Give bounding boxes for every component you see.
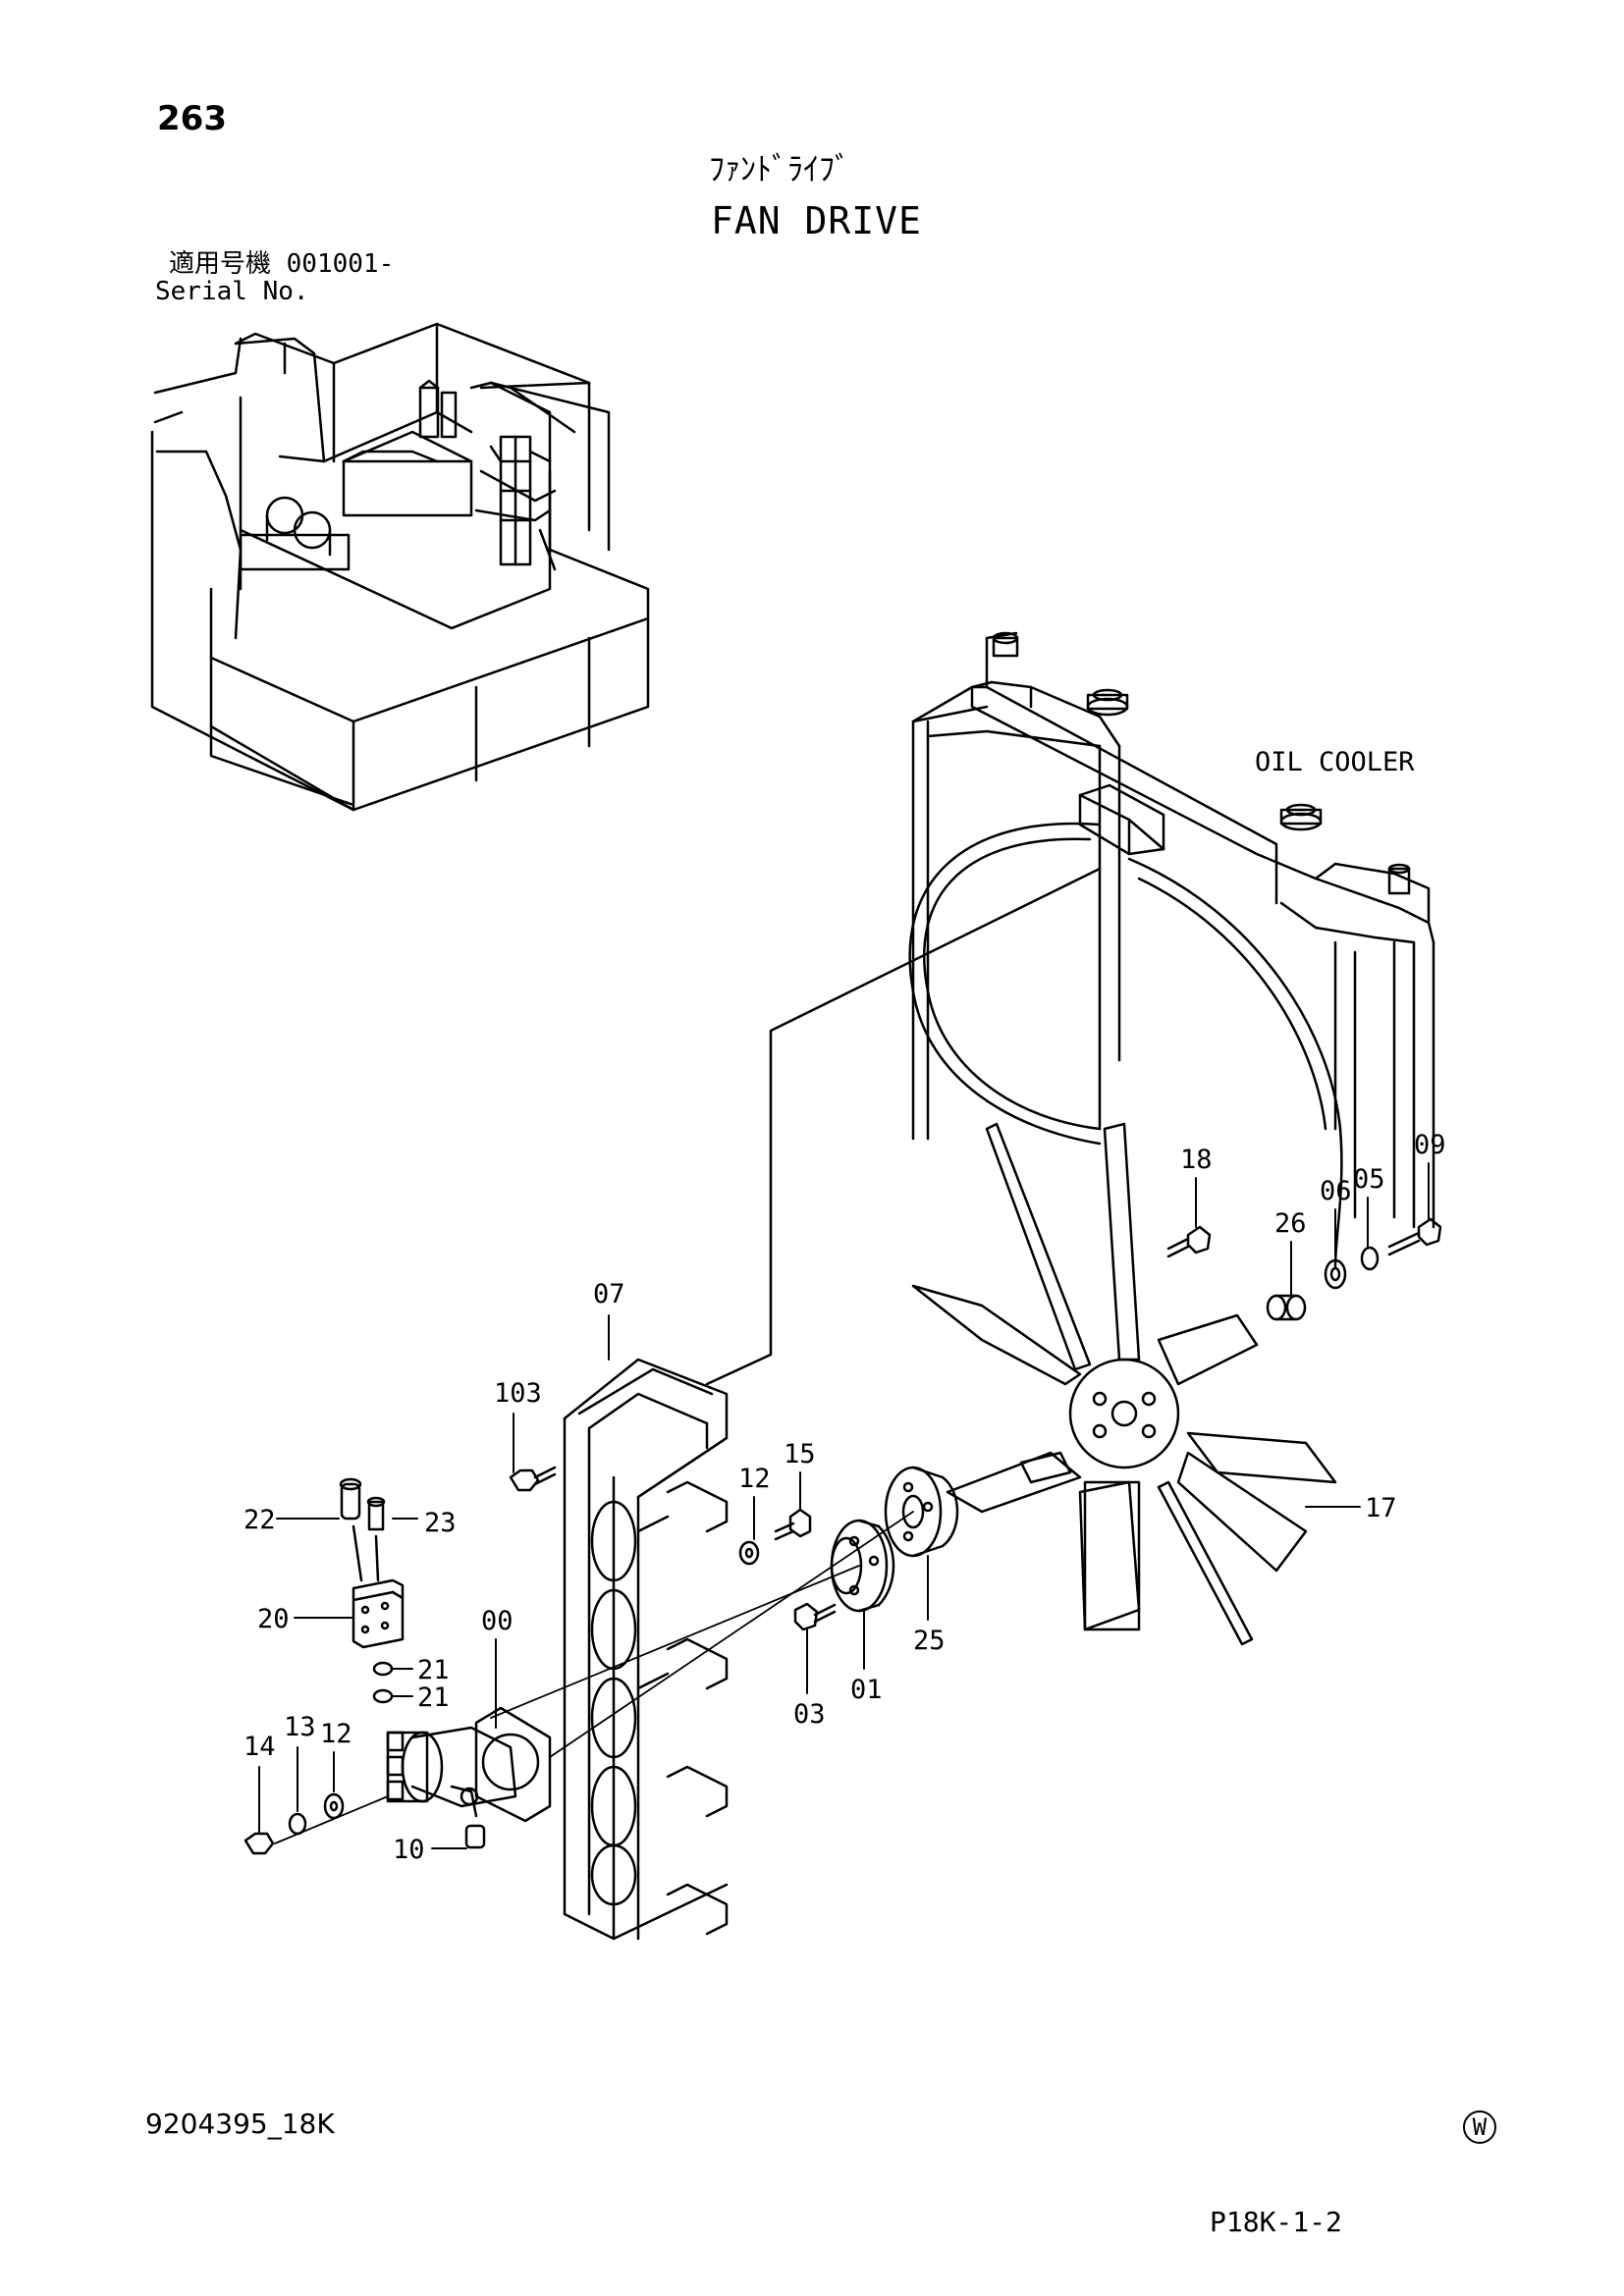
callout-21: 21 — [417, 1655, 450, 1685]
callout-21: 21 — [417, 1682, 450, 1713]
callout-22: 22 — [244, 1505, 276, 1535]
fittings — [339, 1477, 386, 1582]
page-reference: P18K-1-2 — [1210, 2206, 1342, 2238]
callout-06: 09 — [1414, 1130, 1446, 1160]
page-title-japanese: ﾌｧﾝﾄﾞﾗｲﾌﾞ — [709, 150, 851, 187]
spring-washer — [288, 1812, 307, 1836]
bolt — [774, 1508, 812, 1541]
callout-09: 07 — [593, 1279, 625, 1309]
mounting-leader-line — [705, 867, 1102, 1386]
callout-labels: 07 103 22 23 20 21 21 00 12 13 14 10 12 … — [244, 1130, 1446, 1865]
spring-washer — [1360, 1246, 1380, 1271]
callout-103: 103 — [494, 1378, 542, 1409]
bolt — [1166, 1225, 1212, 1258]
serial-applicability-japanese: 適用号機 001001- — [169, 249, 395, 279]
o-ring — [372, 1661, 394, 1677]
document-code: 9204395_18K — [145, 2108, 335, 2140]
bolt — [509, 1466, 557, 1492]
callout-15: 15 — [784, 1439, 816, 1469]
callout-00: 00 — [481, 1606, 514, 1636]
bolt — [1387, 1217, 1442, 1256]
callout-18: 18 — [1180, 1145, 1213, 1175]
oil-cooler-label: OIL COOLER — [1255, 747, 1415, 777]
washer — [323, 1792, 345, 1820]
cooling-fan — [911, 1122, 1337, 1646]
callout-20: 20 — [257, 1604, 290, 1634]
page-title: FAN DRIVE — [711, 199, 922, 242]
callout-14: 14 — [244, 1732, 276, 1762]
valve-block — [352, 1578, 405, 1649]
callout-23: 23 — [424, 1508, 457, 1538]
fan-hub-adapter — [830, 1519, 895, 1613]
callout-13: 13 — [284, 1712, 316, 1742]
hydraulic-motor — [386, 1706, 552, 1823]
bolt — [793, 1602, 837, 1631]
callout-leaders — [258, 1162, 1430, 1849]
o-ring — [372, 1688, 394, 1704]
callout-03: 03 — [793, 1699, 826, 1730]
elbow-fitting — [464, 1824, 486, 1849]
machine-overview-illustration — [150, 322, 650, 812]
fan-spacer — [884, 1466, 959, 1558]
callout-05: 05 — [1353, 1164, 1385, 1195]
region-mark: W — [1463, 2110, 1496, 2144]
callout-01: 01 — [850, 1675, 883, 1705]
callout-12: 12 — [738, 1464, 771, 1494]
page-number: 263 — [157, 99, 227, 138]
callout-25: 25 — [913, 1626, 946, 1656]
assembly-axis-lines — [274, 1511, 914, 1844]
callout-26: 26 — [1274, 1208, 1307, 1239]
nut — [244, 1832, 275, 1855]
callout-07: 06 — [1320, 1176, 1352, 1206]
fan-mount-frame — [563, 1358, 729, 1941]
callout-10: 10 — [393, 1835, 425, 1865]
oil-cooler — [908, 631, 1435, 1268]
serial-label: Serial No. — [155, 277, 309, 306]
callout-17: 17 — [1365, 1493, 1397, 1523]
spacer — [1266, 1294, 1307, 1321]
washer — [738, 1540, 760, 1566]
callout-12: 12 — [320, 1719, 352, 1749]
